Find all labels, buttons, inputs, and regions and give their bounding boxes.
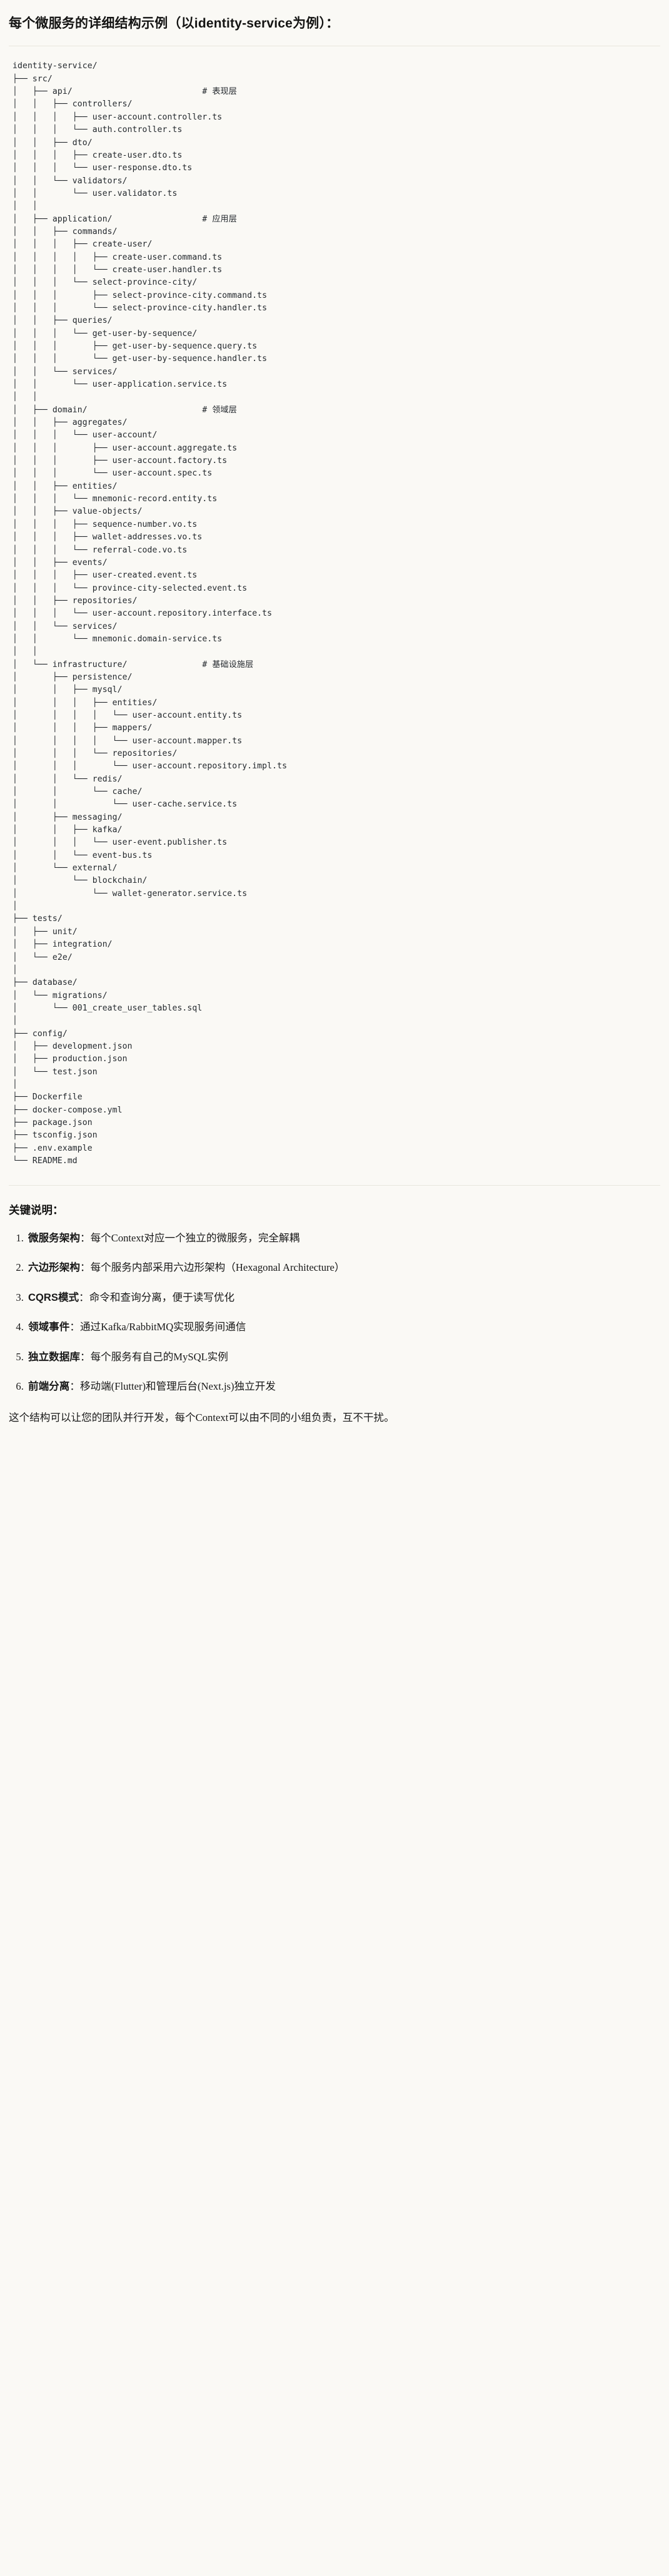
- note-term: 领域事件: [28, 1321, 70, 1333]
- note-description: 每个服务有自己的MySQL实例: [90, 1350, 228, 1363]
- note-term: 独立数据库: [28, 1350, 80, 1363]
- note-separator: ：: [79, 1350, 91, 1363]
- list-item: CQRS模式：命令和查询分离，便于读写优化: [26, 1290, 660, 1306]
- list-item: 独立数据库：每个服务有自己的MySQL实例: [26, 1349, 660, 1366]
- note-separator: ：: [79, 1261, 91, 1274]
- list-item: 领域事件：通过Kafka/RabbitMQ实现服务间通信: [26, 1319, 660, 1336]
- closing-paragraph: 这个结构可以让您的团队并行开发，每个Context可以由不同的小组负责，互不干扰…: [9, 1411, 395, 1423]
- note-separator: ：: [69, 1321, 80, 1333]
- note-description: 每个服务内部采用六边形架构（Hexagonal Architecture）: [90, 1261, 345, 1274]
- key-notes-title: 关键说明：: [9, 1204, 64, 1217]
- note-description: 命令和查询分离，便于读写优化: [89, 1291, 235, 1303]
- directory-tree-block: identity-service/ ├── src/ │ ├── api/ # …: [9, 46, 660, 1177]
- page-title: 每个微服务的详细结构示例（以identity-service为例）：: [9, 0, 660, 47]
- list-item: 前端分离：移动端(Flutter)和管理后台(Next.js)独立开发: [26, 1378, 660, 1395]
- note-term: 微服务架构: [28, 1231, 80, 1244]
- note-description: 移动端(Flutter)和管理后台(Next.js)独立开发: [79, 1380, 276, 1393]
- note-description: 通过Kafka/RabbitMQ实现服务间通信: [79, 1321, 246, 1333]
- note-term: 六边形架构: [28, 1261, 80, 1274]
- document-page: 每个微服务的详细结构示例（以identity-service为例）： ident…: [0, 0, 669, 1445]
- note-separator: ：: [69, 1380, 80, 1393]
- key-notes-list: 微服务架构：每个Context对应一个独立的微服务，完全解耦 六边形架构：每个服…: [9, 1230, 660, 1395]
- list-item: 六边形架构：每个服务内部采用六边形架构（Hexagonal Architectu…: [26, 1260, 660, 1276]
- note-description: 每个Context对应一个独立的微服务，完全解耦: [90, 1231, 300, 1244]
- note-term: CQRS模式: [28, 1291, 79, 1303]
- note-separator: ：: [79, 1231, 91, 1244]
- key-notes-section: 关键说明： 微服务架构：每个Context对应一个独立的微服务，完全解耦 六边形…: [9, 1185, 660, 1445]
- note-separator: ：: [79, 1291, 89, 1303]
- directory-tree: identity-service/ ├── src/ │ ├── api/ # …: [13, 61, 288, 1166]
- list-item: 微服务架构：每个Context对应一个独立的微服务，完全解耦: [26, 1230, 660, 1247]
- note-term: 前端分离: [28, 1380, 70, 1393]
